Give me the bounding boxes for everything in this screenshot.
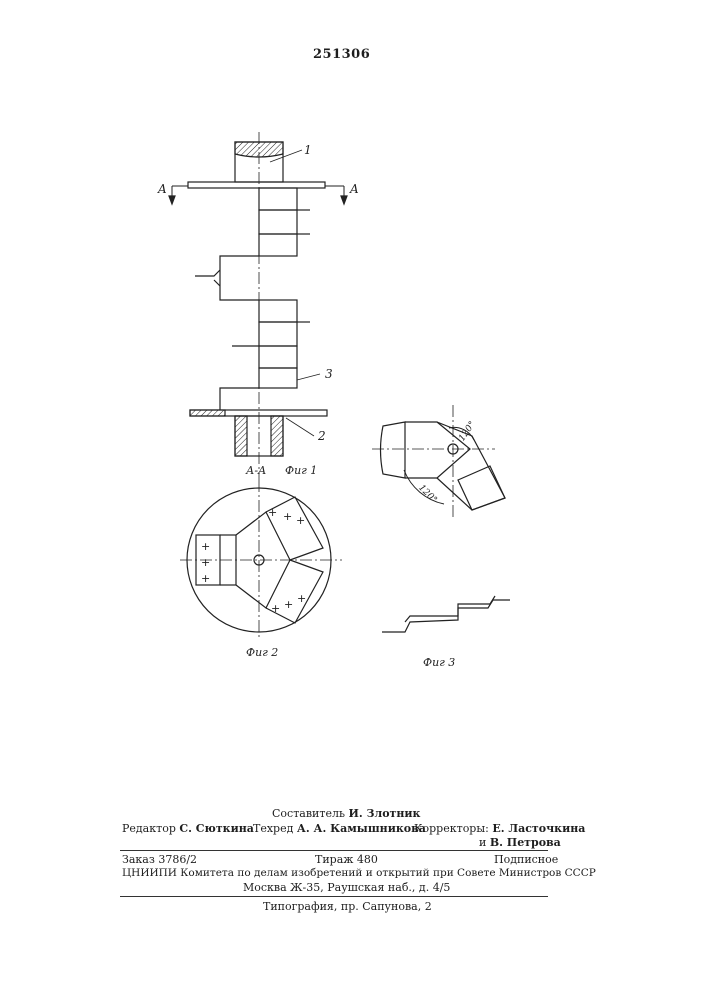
corrector-2-line: и В. Петрова bbox=[479, 836, 561, 849]
divider-bottom bbox=[120, 896, 548, 897]
compiler-line: Составитель И. Злотник bbox=[272, 807, 421, 820]
corrector-2-name: В. Петрова bbox=[490, 836, 561, 849]
correctors-line: Корректоры: Е. Ласточкина bbox=[414, 822, 585, 835]
correctors-label: Корректоры: bbox=[414, 822, 489, 835]
section-title: А-А bbox=[245, 464, 266, 477]
figure-3-drawing bbox=[372, 405, 510, 632]
section-mark-right: A bbox=[349, 182, 359, 196]
callout-1: 1 bbox=[304, 143, 312, 157]
corrector-1-name: Е. Ласточкина bbox=[492, 822, 585, 835]
angle-label-bottom: 120° bbox=[416, 483, 438, 505]
svg-text:+: + bbox=[268, 506, 277, 519]
corrector-2-prefix: и bbox=[479, 836, 486, 849]
callout-2: 2 bbox=[317, 429, 326, 443]
print-run: Тираж 480 bbox=[315, 853, 378, 866]
top-flange bbox=[188, 182, 325, 188]
printing-house: Типография, пр. Сапунова, 2 bbox=[263, 900, 432, 913]
figure-1-label: Фиг 1 bbox=[285, 464, 317, 477]
divider-top bbox=[120, 850, 548, 851]
svg-text:+: + bbox=[201, 556, 210, 569]
techred-label: Техред bbox=[253, 822, 293, 835]
section-mark-left: A bbox=[157, 182, 167, 196]
subscription-note: Подписное bbox=[494, 853, 558, 866]
figure-1-drawing bbox=[169, 132, 347, 480]
editor-label: Редактор bbox=[122, 822, 176, 835]
editor-name: С. Сюткина bbox=[179, 822, 254, 835]
figure-2-label: Фиг 2 bbox=[246, 646, 278, 659]
order-number: Заказ 3786/2 bbox=[122, 853, 197, 866]
svg-text:+: + bbox=[297, 592, 306, 605]
svg-text:+: + bbox=[296, 514, 305, 527]
angle-label-top: 120° bbox=[457, 420, 478, 444]
editor-line: Редактор С. Сюткина bbox=[122, 822, 254, 835]
svg-text:+: + bbox=[283, 510, 292, 523]
svg-text:+: + bbox=[284, 598, 293, 611]
svg-text:+: + bbox=[201, 540, 210, 553]
callout-3: 3 bbox=[325, 367, 333, 381]
figure-3-label: Фиг 3 bbox=[423, 656, 455, 669]
address-line: Москва Ж-35, Раушская наб., д. 4/5 bbox=[243, 881, 450, 894]
svg-text:+: + bbox=[201, 572, 210, 585]
compiler-name: И. Злотник bbox=[348, 807, 420, 820]
techred-name: А. А. Камышникова bbox=[297, 822, 426, 835]
svg-text:+: + bbox=[271, 602, 280, 615]
compiler-label: Составитель bbox=[272, 807, 345, 820]
techred-line: Техред А. А. Камышникова bbox=[253, 822, 426, 835]
organization-line: ЦНИИПИ Комитета по делам изобретений и о… bbox=[122, 867, 596, 879]
